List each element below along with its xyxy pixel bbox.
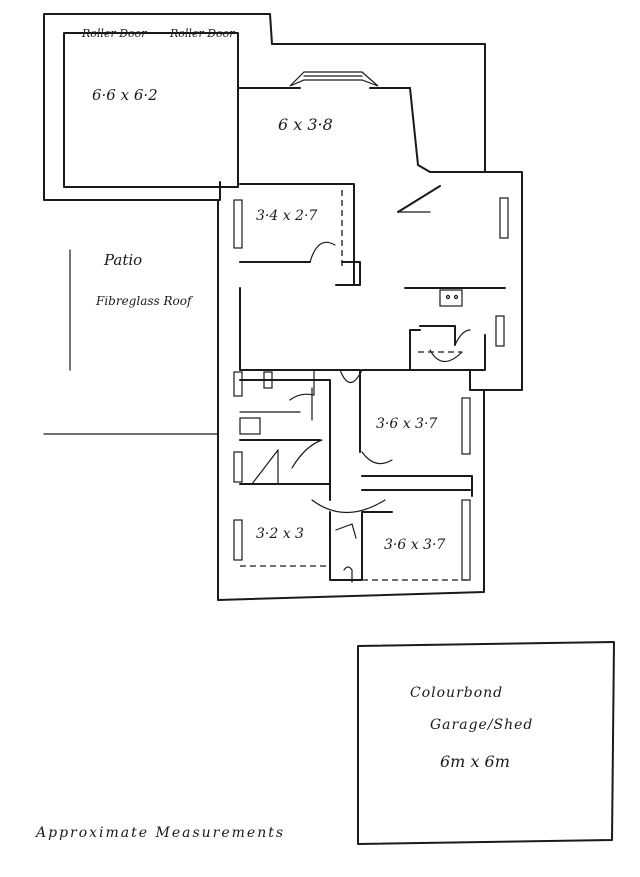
shed-outline — [357, 641, 615, 845]
bathroom-fixtures — [239, 387, 357, 583]
patio-roof-label: Fibreglass Roof — [96, 294, 192, 308]
windows — [233, 197, 509, 581]
interior-walls — [239, 183, 506, 581]
bedroom-bottom-left-size-label: 3·2 x 3 — [256, 526, 304, 542]
bedroom-bottom-right-size-label: 3·6 x 3·7 — [384, 537, 446, 553]
bedroom-mid-right-size-label: 3·6 x 3·7 — [376, 416, 438, 432]
kitchen-bench — [418, 289, 463, 353]
bay-window — [289, 71, 379, 87]
shed-size-label: 6m x 6m — [440, 752, 510, 771]
house-outline — [217, 13, 523, 601]
garage-door-label-right: Roller Door — [170, 27, 235, 40]
garage-outline — [43, 13, 271, 201]
bedroom-top-size-label: 3·4 x 2·7 — [256, 208, 318, 224]
patio-boundary — [43, 249, 219, 435]
garage-door-label-left: Roller Door — [82, 27, 147, 40]
door-swings — [289, 241, 471, 514]
approximate-measurements-note: Approximate Measurements — [36, 825, 286, 841]
living-room-size-label: 6 x 3·8 — [278, 115, 333, 134]
shed-label-line2: Garage/Shed — [430, 717, 534, 733]
shed-label-line1: Colourbond — [410, 685, 504, 701]
garage-size-label: 6·6 x 6·2 — [92, 86, 158, 104]
patio-title: Patio — [104, 251, 143, 269]
